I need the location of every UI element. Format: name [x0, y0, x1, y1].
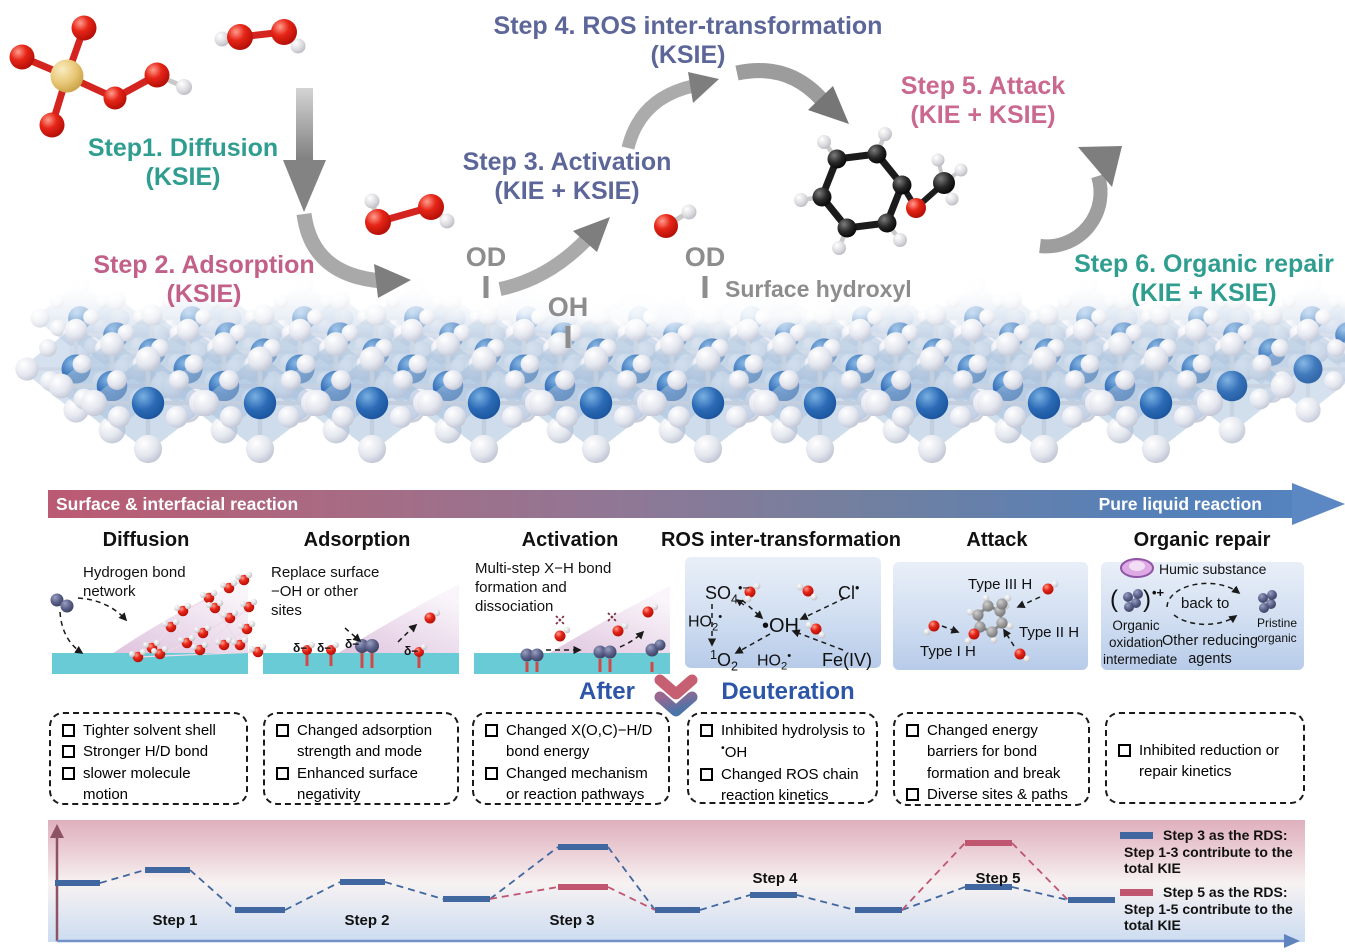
svg-text:Step 5: Step 5: [975, 870, 1020, 887]
svg-text:Step 1: Step 1: [152, 912, 197, 929]
svg-text:total KIE: total KIE: [1124, 860, 1181, 876]
svg-text:Step 2: Step 2: [344, 912, 389, 929]
svg-text:Step 5 as the RDS:: Step 5 as the RDS:: [1163, 884, 1287, 900]
svg-text:Step 1-3 contribute to the: Step 1-3 contribute to the: [1124, 844, 1293, 860]
svg-text:Step 3 as the RDS:: Step 3 as the RDS:: [1163, 827, 1287, 843]
svg-text:Step 3: Step 3: [549, 912, 594, 929]
svg-text:total KIE: total KIE: [1124, 917, 1181, 933]
svg-text:Step 1-5 contribute to the: Step 1-5 contribute to the: [1124, 901, 1293, 917]
svg-text:Step 4: Step 4: [752, 870, 798, 887]
